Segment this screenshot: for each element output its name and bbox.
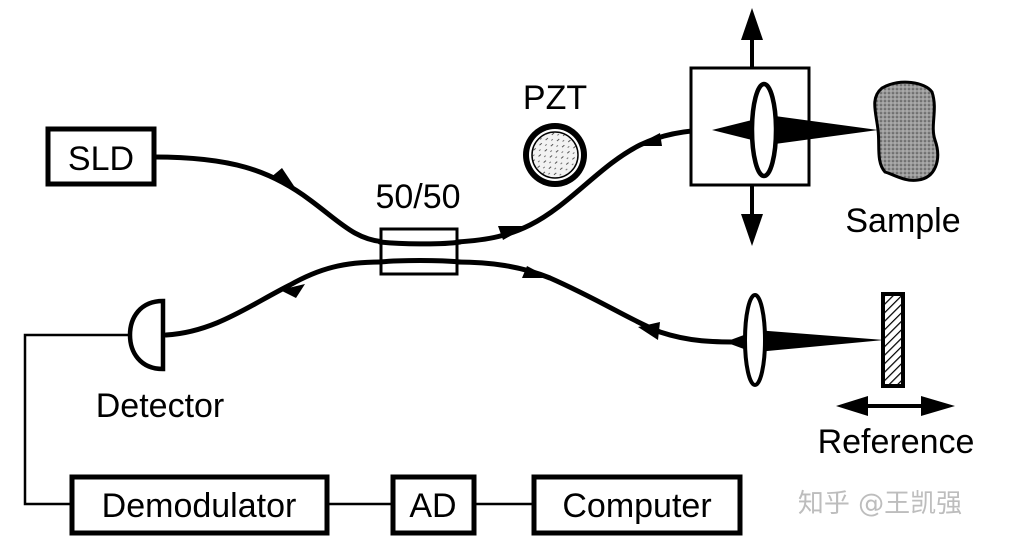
- coupler-50-50: 50/50: [375, 178, 461, 276]
- demodulator: Demodulator: [69, 474, 330, 536]
- ad-label: AD: [409, 487, 456, 525]
- fiber-to-detector: [163, 259, 383, 338]
- arrow-sld-to-coupler: [270, 168, 298, 192]
- computer-label: Computer: [562, 487, 711, 525]
- detector-label: Detector: [96, 387, 225, 425]
- ad-converter: AD: [390, 474, 477, 536]
- fiber-reference-arm: [454, 259, 741, 345]
- fiber-sld-to-coupler: [151, 154, 388, 245]
- arrow-to-detector: [280, 284, 305, 298]
- coupler-lower-fiber: [377, 258, 463, 265]
- pzt-core: [531, 131, 579, 179]
- reference-mirror: [881, 292, 905, 388]
- scan-arrow-up-icon: [741, 8, 763, 40]
- watermark: 知乎 @王凯强: [798, 489, 962, 519]
- computer: Computer: [531, 474, 743, 536]
- sample-shape: [873, 80, 940, 182]
- arrow-to-reference: [522, 266, 550, 278]
- sample: Sample: [845, 80, 961, 240]
- sld-label: SLD: [68, 140, 134, 178]
- detector: Detector: [96, 298, 225, 425]
- arrow-from-sample: [635, 133, 662, 146]
- sample-lens: [749, 81, 779, 179]
- reference-beam: [756, 330, 884, 352]
- coupler-box: [379, 227, 459, 276]
- arrow-from-reference: [638, 322, 660, 340]
- coupler-label: 50/50: [375, 178, 460, 216]
- reference-lens: [743, 293, 767, 387]
- coupler-upper-fiber: [377, 239, 463, 247]
- computer-box: [531, 474, 743, 536]
- pzt-modulator: PZT: [523, 79, 587, 187]
- reference-label: Reference: [818, 423, 975, 461]
- reference-arm: Reference: [725, 292, 975, 461]
- sample-label: Sample: [845, 202, 960, 240]
- sample-beam-converging: [712, 118, 760, 142]
- sld-box: [45, 126, 157, 187]
- sld-source: SLD: [45, 126, 157, 187]
- pzt-label: PZT: [523, 79, 587, 117]
- arrow-to-sample: [498, 226, 528, 240]
- demodulator-label: Demodulator: [102, 487, 297, 525]
- scan-arrow-down-icon: [741, 214, 763, 246]
- sample-beam: [760, 114, 878, 146]
- wire-detector-to-demodulator: [23, 333, 130, 506]
- demodulator-box: [69, 474, 330, 536]
- detector-icon: [127, 298, 166, 372]
- sample-scanner: [689, 8, 878, 246]
- reference-arrow-right-icon: [921, 396, 955, 416]
- ad-box: [390, 474, 477, 536]
- reference-arrow-left-icon: [836, 396, 868, 416]
